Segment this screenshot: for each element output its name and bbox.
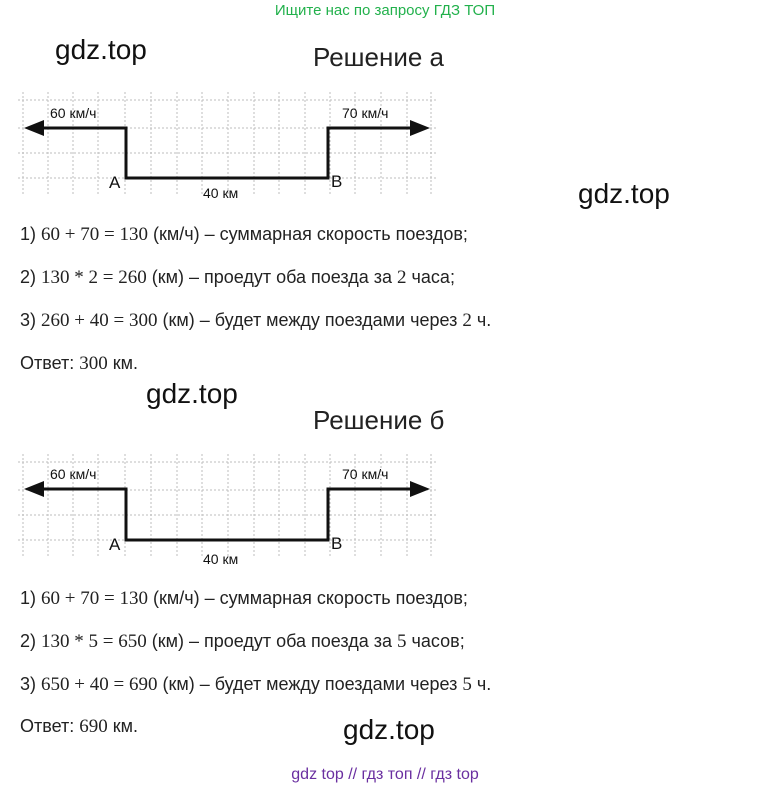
right-arrowhead [410, 481, 430, 497]
left-arrowhead [24, 120, 44, 136]
step-line: 2) 130 * 5 = 650 (км) – проедут оба поез… [20, 631, 465, 652]
right-arrowhead [410, 120, 430, 136]
right-speed-label: 70 км/ч [342, 466, 388, 482]
watermark: gdz.top [55, 34, 147, 65]
point-b-label: B [331, 172, 342, 191]
route-line [40, 126, 413, 180]
watermark: gdz.top [146, 378, 238, 409]
section-b-diagram: 60 км/ч 70 км/ч A B 40 км [18, 454, 436, 566]
route-line [40, 487, 413, 542]
left-speed-label: 60 км/ч [50, 105, 96, 121]
watermark: gdz.top [578, 178, 670, 209]
point-a-label: A [109, 535, 121, 554]
watermark: gdz.top [343, 714, 435, 745]
answer-line: Ответ: 690 км. [20, 716, 139, 737]
point-b-label: B [331, 534, 342, 553]
step-line: 1) 60 + 70 = 130 (км/ч) – суммарная скор… [20, 224, 468, 245]
footer-links[interactable]: gdz top // гдз топ // гдз top [291, 766, 479, 783]
left-speed-label: 60 км/ч [50, 466, 96, 482]
answer-line: Ответ: 300 км. [20, 353, 139, 374]
step-line: 3) 650 + 40 = 690 (км) – будет между пое… [20, 674, 492, 695]
step-line: 1) 60 + 70 = 130 (км/ч) – суммарная скор… [20, 588, 468, 609]
section-b-title: Решение б [313, 405, 445, 435]
section-a-diagram: 60 км/ч 70 км/ч A B 40 км [18, 92, 436, 198]
step-line: 3) 260 + 40 = 300 (км) – будет между пое… [20, 310, 492, 331]
right-speed-label: 70 км/ч [342, 105, 388, 121]
section-a-title: Решение а [313, 42, 445, 72]
left-arrowhead [24, 481, 44, 497]
step-line: 2) 130 * 2 = 260 (км) – проедут оба поез… [20, 267, 455, 288]
search-banner[interactable]: Ищите нас по запросу ГДЗ ТОП [274, 2, 496, 19]
distance-label: 40 км [203, 185, 238, 198]
distance-label: 40 км [203, 551, 238, 566]
point-a-label: A [109, 173, 121, 192]
